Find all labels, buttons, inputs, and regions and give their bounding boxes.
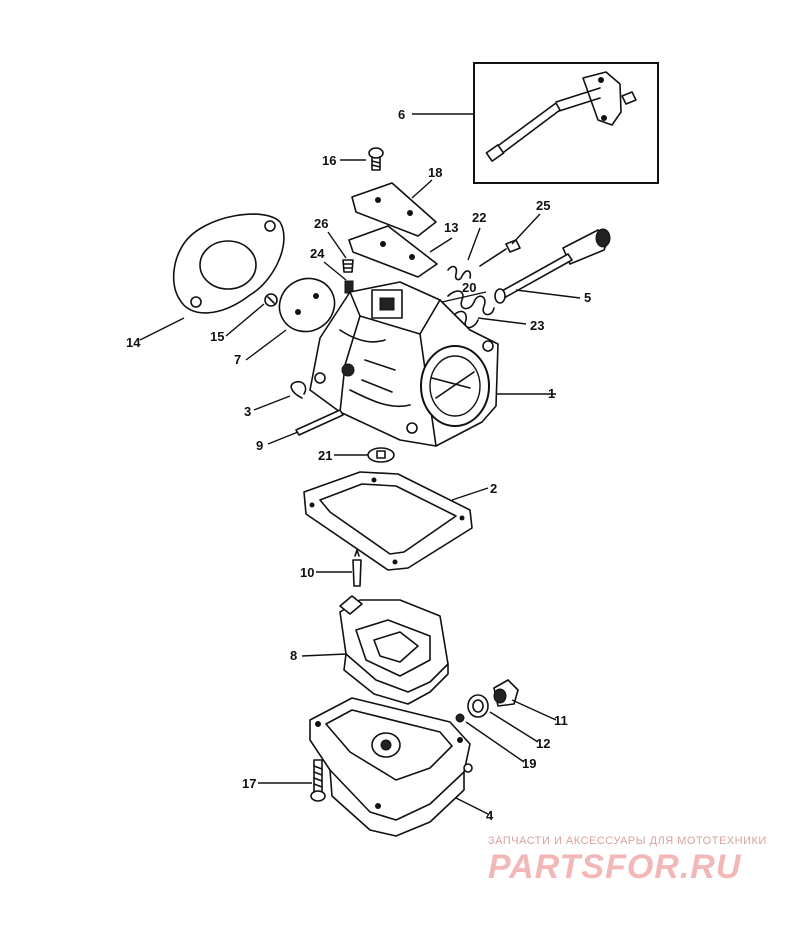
watermark-brand-logo: PARTSFOR.RU bbox=[488, 848, 742, 886]
part-1-carburetor-body bbox=[309, 281, 499, 447]
callout-6: 6 bbox=[398, 107, 405, 122]
part-26-24-jets bbox=[342, 259, 354, 294]
callout-10: 10 bbox=[300, 565, 314, 580]
callout-21: 21 bbox=[318, 448, 332, 463]
callout-22: 22 bbox=[472, 210, 486, 225]
part-18-cover-plate bbox=[351, 182, 437, 237]
callout-9: 9 bbox=[256, 438, 263, 453]
callout-4: 4 bbox=[486, 808, 494, 823]
callout-11: 11 bbox=[554, 713, 568, 728]
callout-24: 24 bbox=[310, 246, 325, 261]
part-9-pin bbox=[295, 409, 344, 436]
part-3-clip bbox=[290, 380, 307, 399]
part-6-throttle-shaft-inset bbox=[473, 62, 659, 184]
callout-2: 2 bbox=[490, 481, 497, 496]
part-17-bolt bbox=[310, 759, 326, 802]
part-22-spring bbox=[447, 265, 472, 281]
callout-17: 17 bbox=[242, 776, 256, 791]
part-15-screw bbox=[264, 293, 278, 307]
leader-lines bbox=[139, 113, 581, 815]
part-7-throttle-plate bbox=[278, 277, 336, 333]
callout-3: 3 bbox=[244, 404, 251, 419]
callout-5: 5 bbox=[584, 290, 591, 305]
callout-20: 20 bbox=[462, 280, 476, 295]
part-4-float-bowl bbox=[309, 697, 473, 837]
callout-14: 14 bbox=[126, 335, 141, 350]
callout-13: 13 bbox=[444, 220, 458, 235]
callout-15: 15 bbox=[210, 329, 224, 344]
callout-8: 8 bbox=[290, 648, 297, 663]
part-13-gasket bbox=[348, 225, 438, 278]
part-14-flange-gasket bbox=[172, 213, 285, 314]
part-16-screw bbox=[368, 147, 384, 171]
callout-26: 26 bbox=[314, 216, 328, 231]
callout-12: 12 bbox=[536, 736, 550, 751]
callout-25: 25 bbox=[536, 198, 550, 213]
part-10-needle bbox=[352, 549, 362, 587]
part-25-idle-screw bbox=[479, 239, 521, 267]
callout-7: 7 bbox=[234, 352, 241, 367]
part-2-bowl-gasket bbox=[303, 471, 473, 571]
callout-19: 19 bbox=[522, 756, 536, 771]
part-5-throttle-lever bbox=[494, 228, 611, 304]
part-11-12-19-drain-assembly bbox=[455, 679, 519, 723]
callout-1: 1 bbox=[548, 386, 555, 401]
callout-18: 18 bbox=[428, 165, 442, 180]
watermark-tagline: ЗАПЧАСТИ И АКСЕССУАРЫ ДЛЯ МОТОТЕХНИКИ bbox=[488, 835, 767, 847]
callout-23: 23 bbox=[530, 318, 544, 333]
callout-16: 16 bbox=[322, 153, 336, 168]
part-21-small-gasket bbox=[367, 447, 395, 463]
part-8-float bbox=[339, 595, 449, 705]
callout-labels: 1 2 3 4 5 6 7 8 9 10 11 12 13 14 15 16 1… bbox=[126, 107, 591, 823]
